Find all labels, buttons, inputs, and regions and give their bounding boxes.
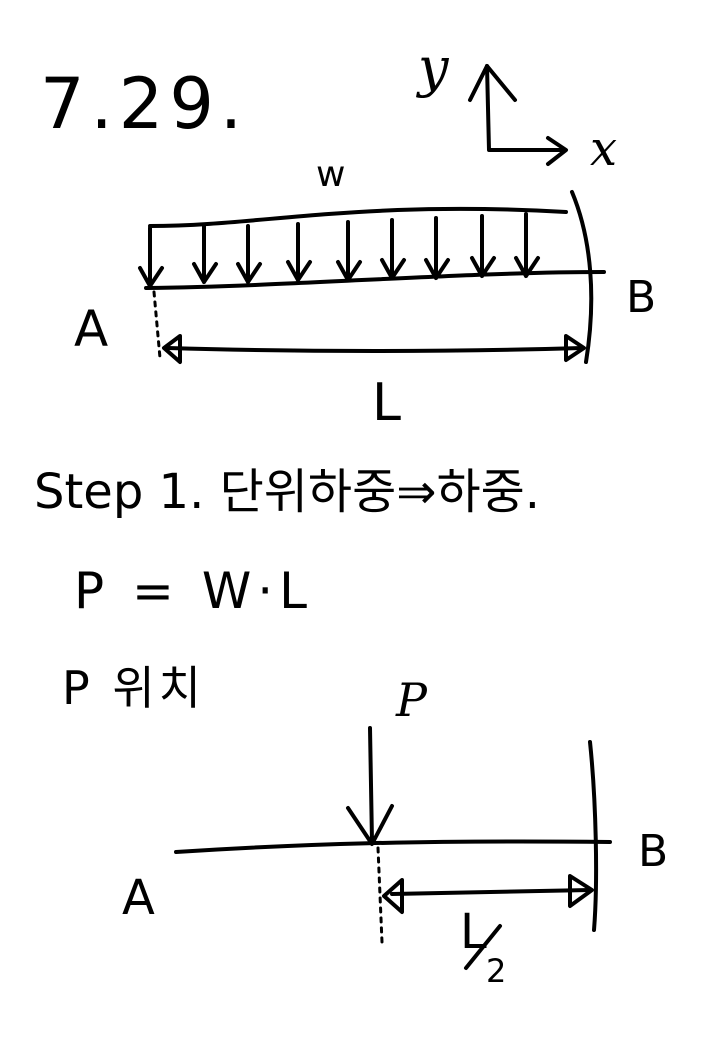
load-reference-dotted bbox=[376, 846, 384, 944]
a-reference-dotted bbox=[152, 290, 162, 360]
label-a-1: A bbox=[74, 300, 108, 358]
load-arrows bbox=[138, 212, 540, 288]
half-span-arrowhead-left bbox=[382, 878, 404, 914]
step1-heading: Step 1. 단위하중⇒하중. bbox=[34, 464, 540, 520]
fixed-support-b-2 bbox=[588, 740, 599, 932]
x-axis-label: x bbox=[590, 121, 617, 177]
span-label-l: L bbox=[372, 373, 401, 433]
beam-2: P A B L 2 bbox=[122, 673, 668, 990]
beam-1: w A B L bbox=[74, 154, 656, 433]
step1-equation: P = W·L bbox=[74, 562, 313, 620]
label-a-2: A bbox=[122, 870, 155, 926]
problem-number: 7.29. bbox=[40, 63, 248, 145]
distributed-load-label: w bbox=[316, 154, 345, 195]
half-span-label-numerator: L bbox=[460, 904, 487, 960]
step1-position-note: P 위치 bbox=[62, 661, 205, 715]
label-b-2: B bbox=[638, 826, 668, 877]
half-span-label-denominator: 2 bbox=[486, 952, 506, 990]
half-span-arrowhead-right bbox=[568, 874, 594, 908]
beam-2-line bbox=[174, 839, 612, 854]
half-span-label: L 2 bbox=[460, 904, 506, 990]
half-span-dimension-line bbox=[390, 888, 592, 896]
point-load-label: P bbox=[395, 673, 428, 727]
distributed-load-line bbox=[148, 206, 568, 228]
beam-1-line bbox=[144, 270, 606, 290]
coordinate-axes: y x bbox=[416, 36, 617, 177]
half-span-fraction-slash bbox=[464, 924, 502, 970]
label-b-1: B bbox=[626, 272, 656, 323]
span-dimension-line bbox=[166, 346, 584, 353]
span-arrowhead-right bbox=[564, 334, 586, 362]
span-arrowhead-left bbox=[162, 334, 182, 364]
y-axis-label: y bbox=[416, 36, 450, 99]
fixed-support-b bbox=[570, 190, 594, 364]
point-load-arrow bbox=[346, 726, 394, 846]
